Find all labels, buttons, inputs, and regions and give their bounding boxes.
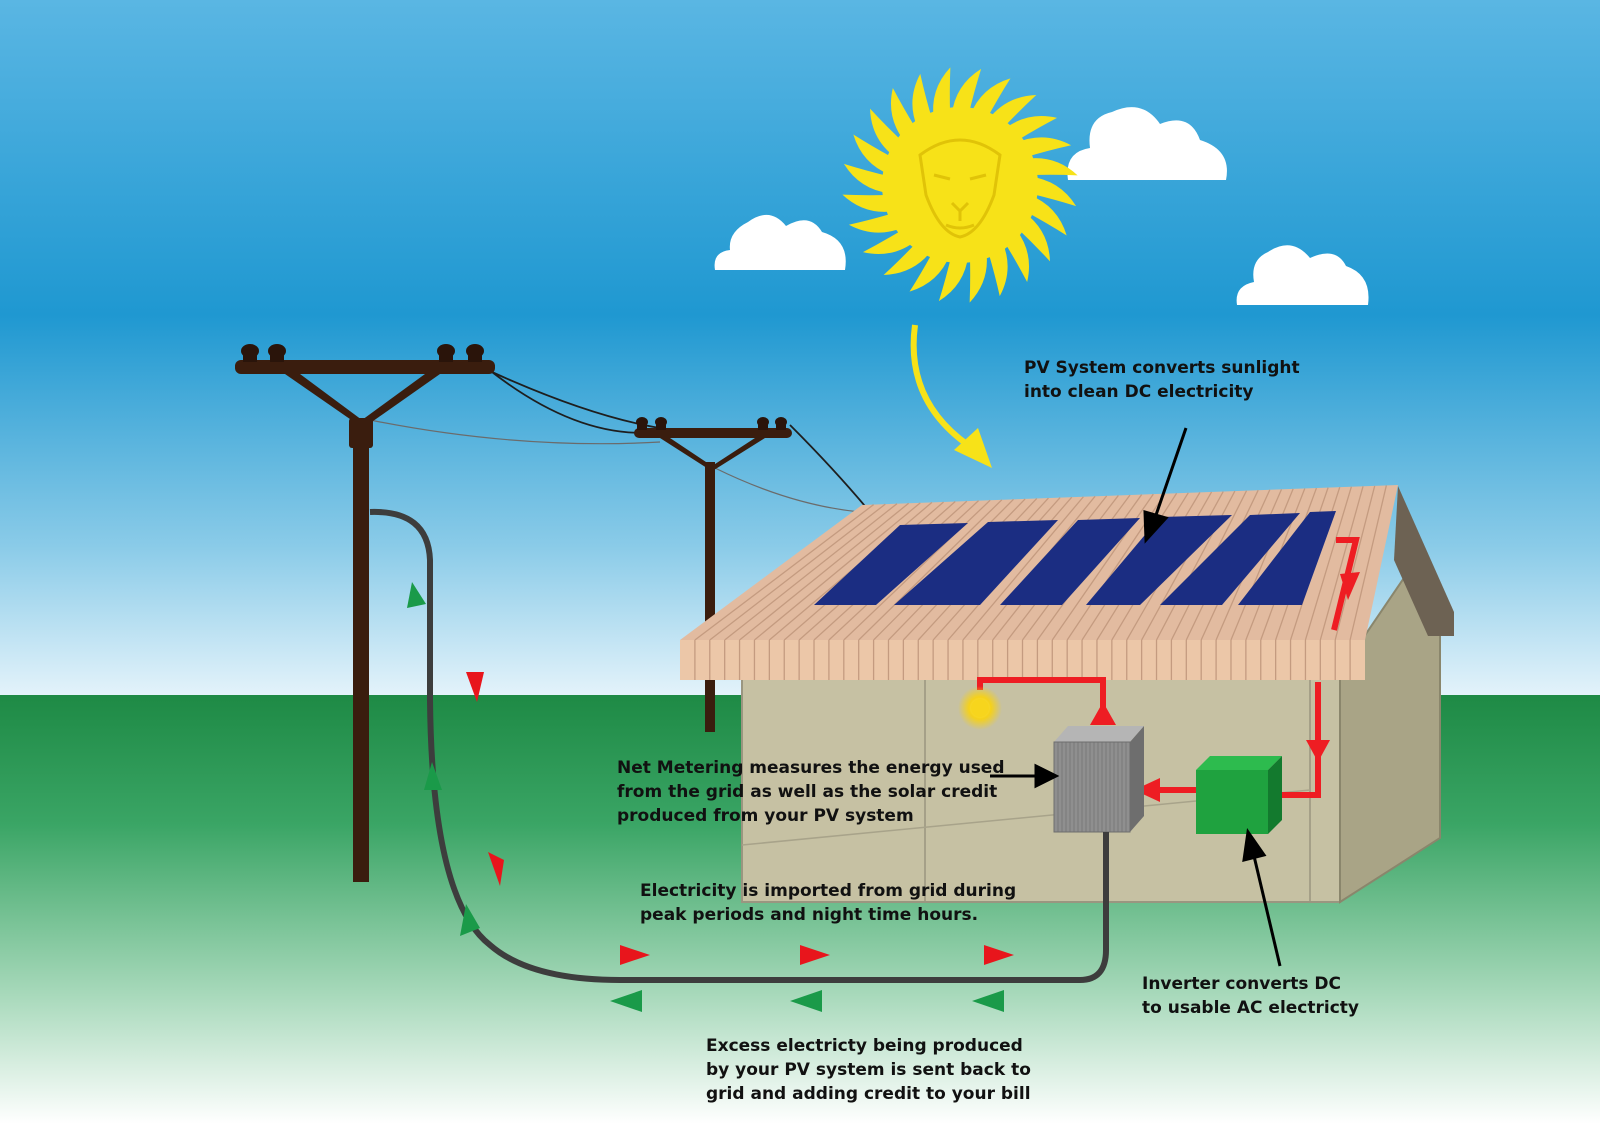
inverter-box (1196, 756, 1282, 834)
solar-panel (894, 520, 1058, 605)
excess-export-label: Excess electricty being produced by your… (706, 1034, 1031, 1106)
label-line: Electricity is imported from grid during (640, 881, 1017, 901)
grid-cable (369, 508, 1109, 983)
roof-shingle-line (1319, 486, 1364, 641)
label-line: produced from your PV system (617, 806, 914, 826)
roof-shingle-line (739, 502, 910, 641)
label-line: PV System converts sunlight (1024, 358, 1300, 378)
label-line: by your PV system is sent back to (706, 1060, 1031, 1080)
export-flow-arrows (407, 582, 1004, 1012)
sun-ray (853, 134, 896, 176)
sun-ray (842, 194, 896, 212)
solar-panel-array (814, 511, 1336, 605)
net-meter-box (1053, 726, 1144, 833)
roof-shingle-line (1334, 485, 1376, 641)
label-line: Inverter converts DC (1142, 974, 1341, 994)
sun-ray (969, 78, 1011, 121)
solar-panel (1160, 513, 1300, 605)
solar-panel (1238, 511, 1336, 605)
lion-features (933, 173, 987, 230)
sun-ray (1024, 194, 1067, 236)
sun-ray (1029, 176, 1077, 207)
dc-arrowheads (1090, 572, 1360, 802)
cloud-icon (714, 214, 846, 270)
roof-shingle-line (1304, 486, 1353, 641)
roof-gable-edge (1394, 486, 1454, 636)
sun-ray (843, 163, 891, 194)
label-line: from the grid as well as the solar credi… (617, 782, 998, 802)
sun-ray (1024, 158, 1078, 176)
roof-eave-slats (694, 640, 1351, 680)
roof-shingle-line (754, 502, 921, 641)
dc-power-path (977, 537, 1360, 798)
sun-ray (909, 249, 951, 292)
label-line: Excess electricty being produced (706, 1036, 1023, 1056)
cloud-icon (1067, 107, 1227, 180)
sun-ray (951, 68, 982, 116)
label-line: peak periods and night time hours. (640, 905, 979, 925)
roof-shingle-line (858, 499, 1003, 641)
lion-face (918, 138, 1002, 239)
roof-shingle-line (709, 503, 886, 641)
cloud-icon (1236, 245, 1369, 305)
roof-shingle-line (724, 503, 898, 641)
label-line: Net Metering measures the energy used (617, 758, 1005, 778)
solar-panel (1000, 518, 1140, 605)
inverter-label: Inverter converts DC to usable AC electr… (1142, 972, 1359, 1020)
roof-shingle-line (962, 496, 1084, 641)
sun-ray (969, 249, 987, 303)
utility-pole (235, 344, 495, 882)
sun-ray (938, 254, 969, 302)
solar-panel (1086, 515, 1232, 605)
sun-ray (933, 67, 951, 121)
pv-system-label: PV System converts sunlight into clean D… (1024, 356, 1300, 404)
callout-pointers (990, 427, 1282, 967)
label-line: grid and adding credit to your bill (706, 1084, 1031, 1104)
roof-shingle-line (1349, 485, 1387, 641)
import-flow-arrows (466, 672, 1014, 965)
solar-panel (814, 523, 968, 605)
utility-pole (634, 417, 792, 732)
sunlight-arrow (910, 324, 992, 468)
net-metering-label: Net Metering measures the energy used fr… (617, 756, 1005, 828)
house (680, 485, 1454, 904)
light-bulb-icon (958, 686, 1002, 730)
roof-shingle-line (694, 504, 875, 641)
grid-import-label: Electricity is imported from grid during… (640, 879, 1016, 927)
label-line: to usable AC electricty (1142, 998, 1359, 1018)
label-line: into clean DC electricity (1024, 382, 1254, 402)
lion-face-sun-icon (842, 67, 1078, 303)
sun-disc (882, 107, 1038, 263)
